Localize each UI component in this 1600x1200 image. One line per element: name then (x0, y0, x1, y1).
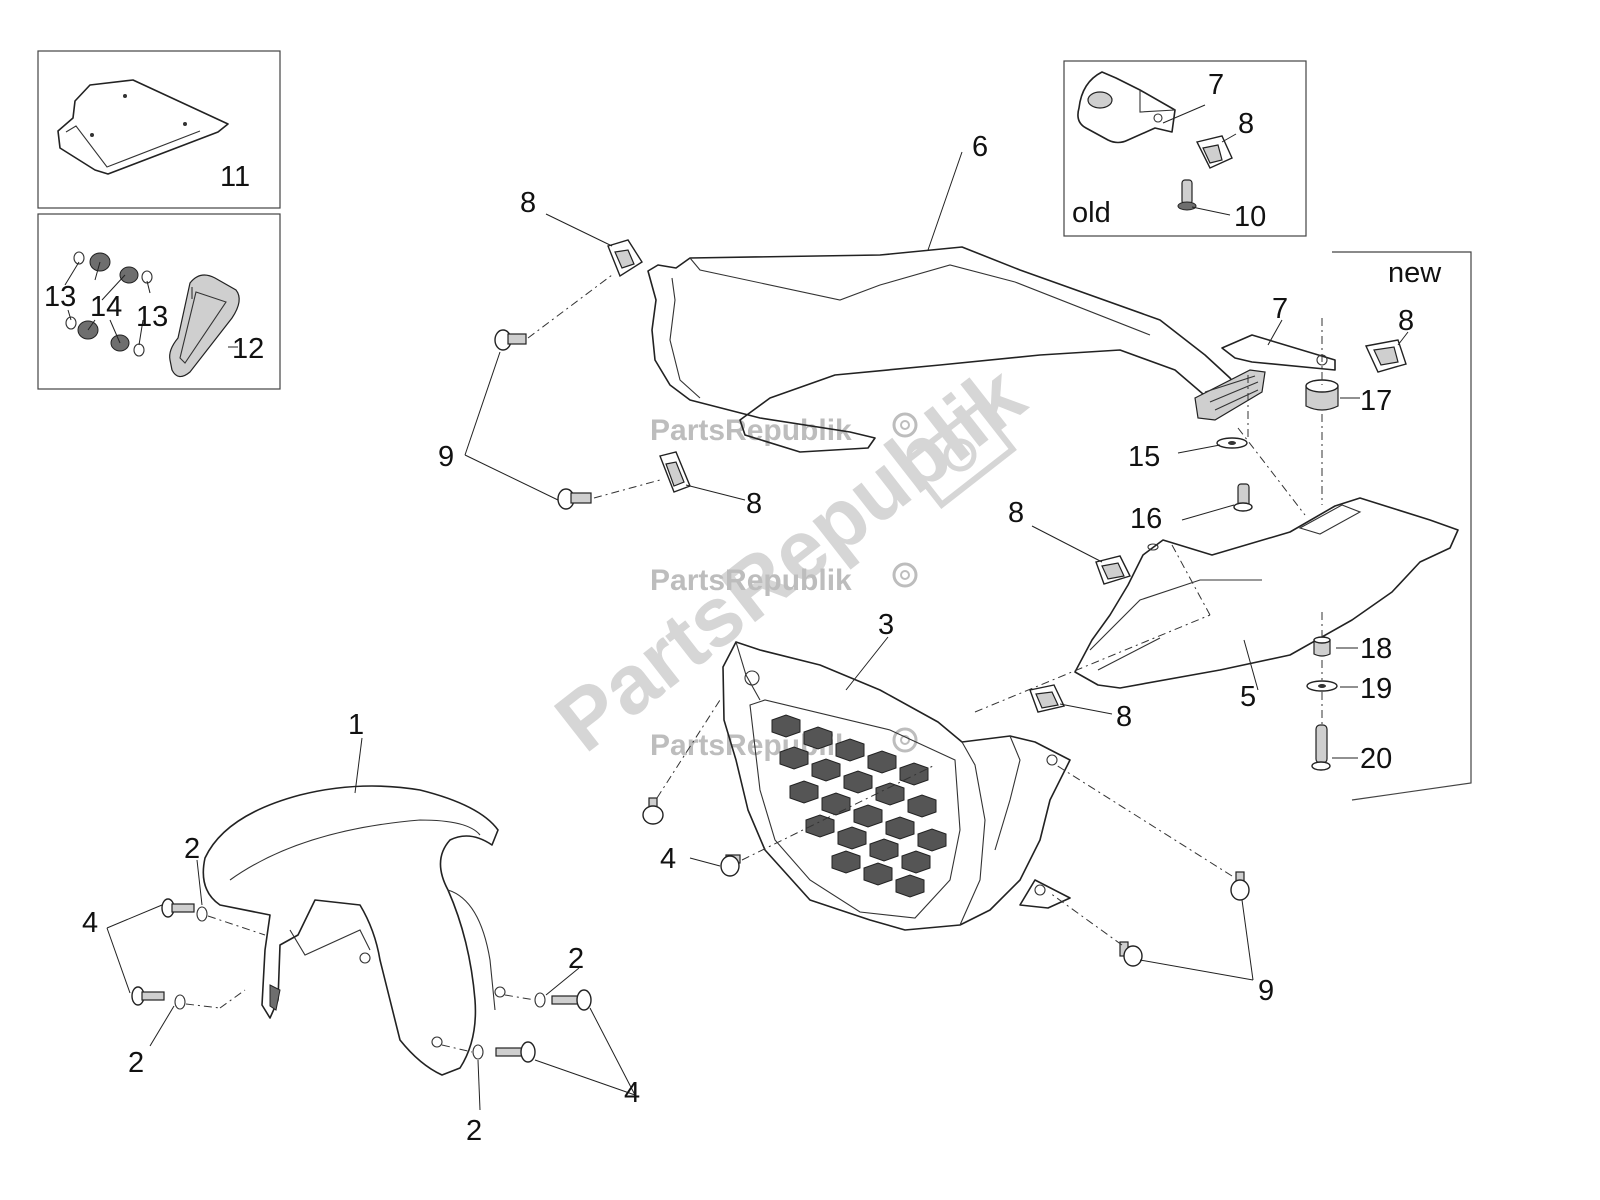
inset-box-12-14: 13 14 13 12 (37, 213, 281, 390)
fastener-group-right: 4 2 2 (441, 943, 640, 1147)
new-version-group: new (1332, 251, 1472, 801)
variant-label-old: old (1072, 197, 1111, 229)
bolt-9-lower-left (1119, 941, 1143, 967)
part-1-front-mudguard: 1 (202, 709, 506, 1076)
callout-2-upper-right: 2 (568, 943, 584, 975)
bolt-9-upper-a (494, 329, 527, 351)
fastener-group-9-upper: 9 (438, 274, 661, 510)
washer-2-lower-right (472, 1044, 484, 1060)
part-11-plate (57, 79, 229, 175)
callout-17: 17 (1360, 385, 1392, 417)
watermark-top: PartsRepublik (650, 414, 852, 447)
bolt-4-lower-left (131, 986, 165, 1006)
part-15-washer: 15 (1128, 437, 1248, 473)
part-18-bushing: 18 (1313, 633, 1392, 665)
bolt-4-grille-upper (642, 797, 664, 825)
callout-8-mid-left: 8 (746, 488, 762, 520)
part-5-side-panel: 5 (1074, 497, 1459, 713)
callout-6: 6 (972, 131, 988, 163)
clip-8-top-left: 8 (520, 187, 643, 278)
callout-16: 16 (1130, 503, 1162, 535)
clip-8-mid-left: 8 (659, 451, 762, 520)
bolt-9-upper-b (557, 488, 592, 510)
part-10-old-bolt (1177, 179, 1231, 216)
callout-15: 15 (1128, 441, 1160, 473)
inset-box-11: 11 (37, 50, 281, 209)
watermark-gear-icon-2 (892, 562, 918, 588)
callout-9-upper: 9 (438, 441, 454, 473)
part-8-new-clip: 8 (1364, 305, 1414, 373)
callout-9-lower: 9 (1258, 975, 1274, 1007)
callout-12: 12 (232, 333, 264, 365)
watermark-gear-icon-3 (892, 727, 918, 753)
variant-label-new: new (1388, 257, 1442, 289)
callout-19: 19 (1360, 673, 1392, 705)
washer-2-lower-left (174, 994, 186, 1010)
part-7-old-bracket (1077, 71, 1176, 144)
grille-hexes (771, 714, 947, 898)
part-8-old-clip (1195, 135, 1233, 169)
part-13-14-hardware (64, 251, 153, 357)
callout-8-top-left: 8 (520, 187, 536, 219)
clip-8-mid-right: 8 (1008, 497, 1131, 585)
clip-8-low: 8 (1029, 684, 1132, 733)
callout-2-lower-left: 2 (128, 1047, 144, 1079)
bolt-4-lower-right (495, 1041, 536, 1063)
watermark-mid: PartsRepublik (650, 564, 852, 597)
callout-3: 3 (878, 609, 894, 641)
bolt-9-lower-right (1230, 871, 1250, 901)
part-12-reflector (169, 274, 240, 378)
callout-8-low: 8 (1116, 701, 1132, 733)
callout-7-new: 7 (1272, 293, 1288, 325)
bolt-4-upper-right (551, 989, 592, 1011)
washer-2-upper-right (534, 992, 546, 1008)
callout-4-left: 4 (82, 907, 98, 939)
callout-4-right: 4 (624, 1077, 640, 1109)
callout-2-lower-right: 2 (466, 1115, 482, 1147)
callout-8-old: 8 (1238, 108, 1254, 140)
callout-14: 14 (90, 291, 122, 323)
part-17-spacer: 17 (1305, 379, 1392, 417)
callout-11: 11 (220, 161, 250, 193)
callout-13-left: 13 (44, 281, 76, 313)
fastener-group-9-lower: 9 (1049, 764, 1274, 1007)
old-version-box: 7 8 old 10 (1063, 60, 1307, 237)
callout-1: 1 (348, 709, 364, 741)
callout-13-right: 13 (136, 301, 168, 333)
callout-18: 18 (1360, 633, 1392, 665)
part-20-pin: 20 (1311, 724, 1392, 775)
watermark-big-gear-icon (903, 401, 1017, 509)
bolt-4-upper-left (161, 898, 195, 918)
callout-20: 20 (1360, 743, 1392, 775)
watermark-gear-icon (892, 412, 918, 438)
callout-10: 10 (1234, 201, 1266, 233)
callout-2-upper-left: 2 (184, 833, 200, 865)
fastener-group-left: 4 2 2 (82, 833, 266, 1079)
part-3-grille-fairing: 3 (722, 609, 1071, 931)
part-7-new-bracket: 7 (1221, 293, 1336, 371)
callout-8-mid-right: 8 (1008, 497, 1024, 529)
callout-7-old: 7 (1208, 69, 1224, 101)
washer-2-upper-left (196, 906, 208, 922)
bolt-4-grille-lower (720, 854, 741, 877)
callout-5: 5 (1240, 681, 1256, 713)
fastener-group-grille: 4 (642, 699, 936, 877)
callout-4-grille: 4 (660, 843, 676, 875)
part-19-washer: 19 (1306, 673, 1392, 705)
part-16-pin: 16 (1130, 483, 1253, 535)
callout-8-new: 8 (1398, 305, 1414, 337)
